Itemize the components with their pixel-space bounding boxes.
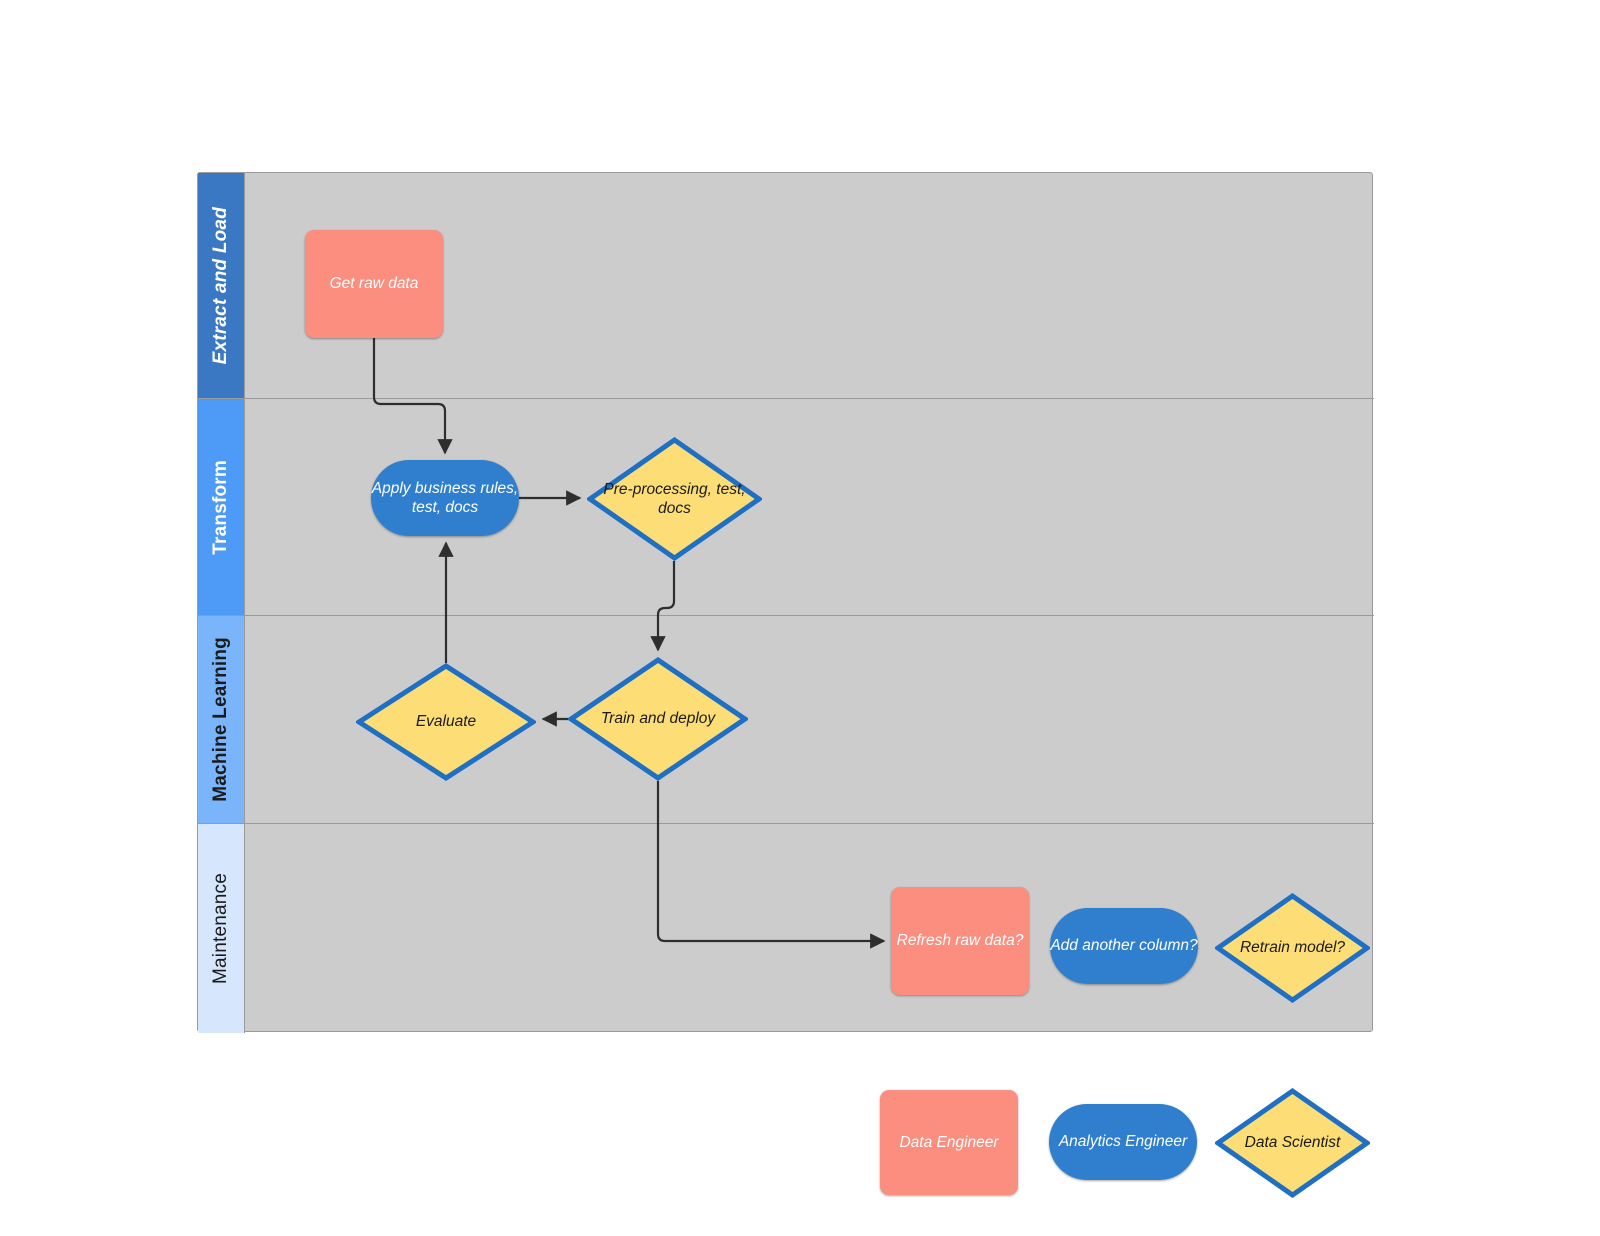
- diamond-shape-pre-processing: [587, 437, 762, 561]
- diamond-shape-evaluate: [356, 663, 536, 781]
- node-add-another-column[interactable]: Add another column?: [1050, 908, 1198, 984]
- node-refresh-raw-data[interactable]: Refresh raw data?: [891, 887, 1029, 995]
- lane-header-maintenance[interactable]: Maintenance: [198, 824, 245, 1033]
- legend-label-data-scientist: Data Scientist: [1244, 1134, 1341, 1152]
- node-apply-business-rules[interactable]: Apply business rules, test, docs: [371, 460, 519, 536]
- legend-item-data-engineer[interactable]: Data Engineer: [880, 1090, 1018, 1195]
- lane-transform: Transform: [198, 399, 1374, 616]
- diamond-shape-retrain-model: [1215, 893, 1370, 1003]
- node-get-raw-data[interactable]: Get raw data: [305, 230, 443, 338]
- lane-extract-and-load: Extract and Load: [198, 173, 1374, 399]
- lane-maintenance: Maintenance: [198, 824, 1374, 1033]
- node-label-evaluate: Evaluate: [415, 713, 477, 731]
- lane-label-transform: Transform: [210, 459, 231, 555]
- diamond-shape-data-scientist: [1215, 1088, 1370, 1198]
- lane-body-maintenance: [245, 824, 1374, 1033]
- node-train-and-deploy[interactable]: Train and deploy: [568, 657, 748, 781]
- diamond-shape-train-and-deploy: [568, 657, 748, 781]
- node-label-pre-processing: Pre-processing, test, docs: [603, 480, 746, 517]
- node-pre-processing[interactable]: Pre-processing, test, docs: [587, 437, 762, 561]
- node-label-apply-business-rules: Apply business rules, test, docs: [371, 479, 519, 516]
- lane-header-transform[interactable]: Transform: [198, 399, 245, 615]
- node-label-add-another-column: Add another column?: [1050, 937, 1198, 955]
- node-label-refresh-raw-data: Refresh raw data?: [896, 932, 1024, 950]
- legend: Data Engineer Analytics Engineer Data Sc…: [880, 1088, 1380, 1198]
- node-evaluate[interactable]: Evaluate: [356, 663, 536, 781]
- node-retrain-model[interactable]: Retrain model?: [1215, 893, 1370, 1003]
- lane-header-extract-and-load[interactable]: Extract and Load: [198, 173, 245, 398]
- legend-item-data-scientist[interactable]: Data Scientist: [1215, 1088, 1370, 1198]
- legend-label-data-engineer: Data Engineer: [899, 1133, 999, 1151]
- lane-header-machine-learning[interactable]: Machine Learning: [198, 616, 245, 823]
- lane-label-maintenance: Maintenance: [210, 873, 231, 984]
- node-label-retrain-model: Retrain model?: [1239, 939, 1346, 957]
- node-label-train-and-deploy: Train and deploy: [600, 710, 716, 728]
- node-label-get-raw-data: Get raw data: [329, 275, 419, 293]
- legend-item-analytics-engineer[interactable]: Analytics Engineer: [1049, 1104, 1197, 1180]
- legend-label-analytics-engineer: Analytics Engineer: [1058, 1133, 1188, 1151]
- lane-label-machine-learning: Machine Learning: [210, 637, 231, 802]
- lane-label-extract-and-load: Extract and Load: [210, 206, 231, 365]
